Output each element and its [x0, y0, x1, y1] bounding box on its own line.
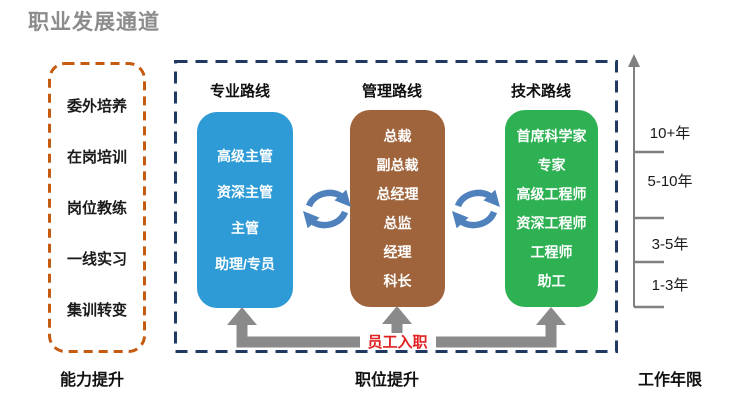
level-item: 总监: [383, 215, 412, 232]
year-label: 10+年: [649, 125, 691, 142]
level-item: 资深工程师: [516, 215, 587, 232]
swap-arrows-icon: [452, 189, 500, 229]
capability-item: 岗位教练: [66, 200, 127, 217]
year-label: 3-5年: [651, 236, 689, 253]
capability-panel-dashed-border: [48, 62, 146, 353]
routes-panel-dashed-border: [174, 60, 618, 353]
professional-route-box: 高级主管 资深主管 主管 助理/专员: [197, 112, 293, 308]
capability-item: 一线实习: [66, 251, 127, 268]
footer-label-years: 工作年限: [637, 372, 702, 389]
footer-label-capability: 能力提升: [59, 372, 124, 389]
capability-item: 委外培养: [66, 98, 127, 115]
route-header-technical: 技术路线: [510, 83, 571, 100]
year-label: 5-10年: [647, 173, 693, 190]
level-item: 科长: [383, 273, 412, 290]
level-item: 工程师: [530, 244, 573, 261]
year-label: 1-3年: [651, 277, 689, 294]
capability-item: 集训转变: [66, 302, 127, 319]
level-item: 总经理: [376, 185, 419, 202]
level-item: 总裁: [383, 127, 412, 144]
entry-arrow-icon: [227, 306, 566, 348]
management-route-box: 总裁 副总裁 总经理 总监 经理 科长: [350, 110, 445, 307]
level-item: 助工: [537, 273, 566, 290]
level-item: 主管: [231, 220, 259, 236]
level-item: 经理: [383, 244, 412, 261]
level-item: 助理/专员: [215, 256, 275, 272]
level-item: 专家: [537, 156, 566, 173]
level-item: 首席科学家: [516, 127, 587, 144]
capability-item: 在岗培训: [66, 149, 127, 166]
capability-items: 委外培养 在岗培训 岗位教练 一线实习 集训转变: [48, 62, 146, 353]
route-header-management: 管理路线: [361, 83, 422, 100]
years-axis-icon: [628, 54, 664, 309]
route-header-professional: 专业路线: [209, 83, 270, 100]
level-item: 高级主管: [217, 148, 273, 164]
level-item: 高级工程师: [516, 185, 587, 202]
entry-label: 员工入职: [367, 334, 428, 351]
footer-label-position: 职位提升: [354, 372, 419, 389]
page-title: 职业发展通道: [28, 11, 160, 34]
capability-panel: 委外培养 在岗培训 岗位教练 一线实习 集训转变: [48, 62, 146, 353]
level-item: 副总裁: [376, 156, 419, 173]
technical-route-box: 首席科学家 专家 高级工程师 资深工程师 工程师 助工: [505, 110, 598, 307]
routes-panel: [174, 60, 618, 353]
swap-arrows-icon: [303, 189, 351, 229]
level-item: 资深主管: [217, 184, 273, 200]
